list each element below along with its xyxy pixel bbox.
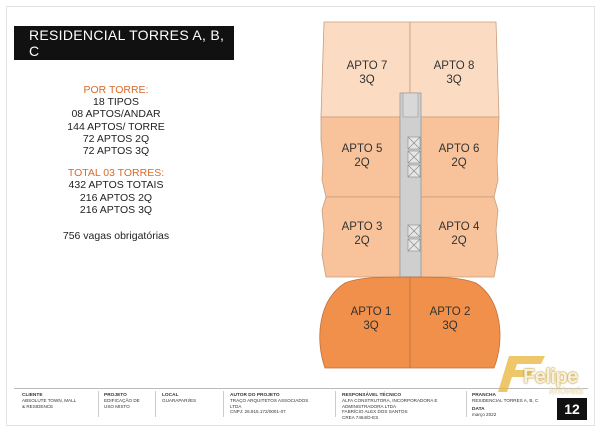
por-torre-header: POR TORRE: xyxy=(83,84,149,96)
page-title-text: RESIDENCIAL TORRES A, B, C xyxy=(29,27,225,59)
vagas-line: 756 vagas obrigatórias xyxy=(62,230,170,243)
unit-apto-1-shape xyxy=(319,276,411,369)
unit-apto-2-shape xyxy=(409,276,501,369)
watermark-logo: Felipe Imóveis xyxy=(493,350,593,400)
core-top xyxy=(402,92,419,118)
watermark-f-icon xyxy=(498,356,545,392)
floor-plan xyxy=(319,21,501,369)
stat-line: 72 APTOS 2Q xyxy=(82,132,150,145)
stat-line: 432 APTOS TOTAIS xyxy=(68,179,164,192)
footer-autor: AUTOR DO PROJETO TRAÇO ARQUITETOS ASSOCI… xyxy=(230,393,309,415)
footer-cliente: CLIENTE ABSOLUTE TOWN, MALL & RESIDENCE xyxy=(22,393,77,409)
title-block: CLIENTE ABSOLUTE TOWN, MALL & RESIDENCE … xyxy=(14,388,588,422)
footer-local: LOCAL GUARAPARI/ES xyxy=(162,393,197,404)
page-title: RESIDENCIAL TORRES A, B, C xyxy=(14,26,234,60)
stats-panel: POR TORRE: 18 TIPOS 08 APTOS/ANDAR 144 A… xyxy=(40,84,192,242)
total-header: TOTAL 03 TORRES: xyxy=(67,167,165,180)
watermark-sub: Imóveis xyxy=(549,386,584,397)
elevator-shafts xyxy=(407,136,421,252)
stat-line: 18 TIPOS xyxy=(93,96,139,109)
stat-line: 216 APTOS 3Q xyxy=(79,203,153,216)
stat-line: 72 APTOS 3Q xyxy=(82,145,150,158)
footer-prancha: PRANCHA RESIDENCIAL TORRES A, B, C DATA … xyxy=(472,393,539,418)
footer-projeto: PROJETO EDIFICAÇÃO DE USO MISTO xyxy=(104,393,140,409)
stat-line: 216 APTOS 2Q xyxy=(79,191,153,204)
watermark-brand: Felipe xyxy=(523,366,578,388)
footer-responsavel: RESPONSÁVEL TÉCNICO ALFA CONSTRUTORA, IN… xyxy=(342,393,438,420)
stat-line: 144 APTOS/ TORRE xyxy=(67,120,165,133)
page-number: 12 xyxy=(557,398,587,420)
stat-line: 08 APTOS/ANDAR xyxy=(71,108,161,121)
